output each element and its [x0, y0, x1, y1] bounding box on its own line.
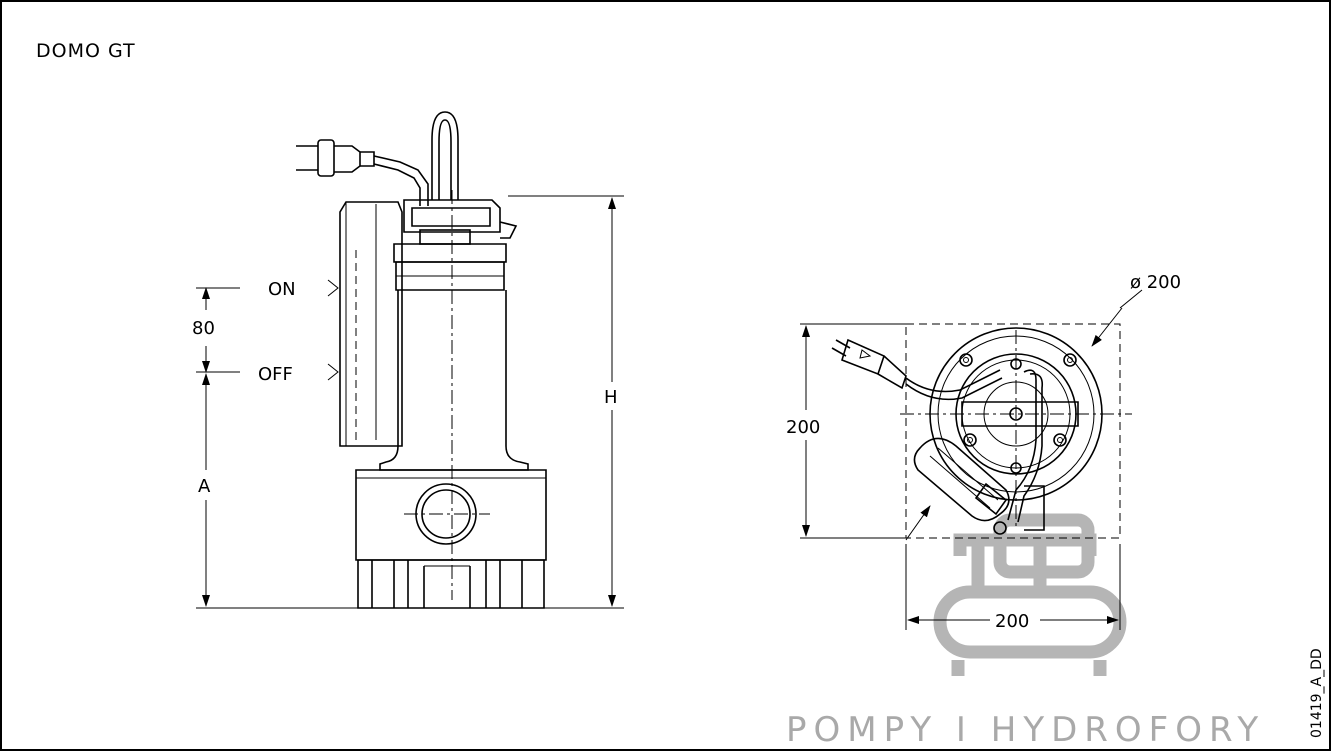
- pump-top-view: [831, 289, 1143, 541]
- outlet-port: [404, 483, 490, 545]
- watermark-text: POMPY I HYDROFORY: [786, 710, 1265, 750]
- drawing-code: 01419_A_DD: [1309, 648, 1325, 738]
- dimension-height: H: [604, 197, 618, 607]
- switch-level-marks: ON OFF: [196, 279, 339, 385]
- float-switch: [339, 201, 403, 447]
- watermark-logo: [933, 513, 1127, 676]
- pump-front-view: [296, 111, 547, 609]
- switch-gap-label: 80: [192, 318, 215, 339]
- height-label: H: [604, 387, 618, 408]
- bolt-holes: [959, 353, 1077, 535]
- dimension-switch-gap: 80: [192, 287, 215, 373]
- drawing-title: DOMO GT: [36, 40, 136, 62]
- lifting-handle: [431, 111, 459, 200]
- dimension-switch-height: A: [198, 373, 211, 607]
- power-plug-top-icon: [831, 338, 907, 390]
- float-switch-top: [913, 437, 1045, 531]
- switch-off-label: OFF: [258, 364, 293, 385]
- dimension-depth: 200: [786, 323, 906, 539]
- switch-height-label: A: [198, 476, 211, 497]
- switch-on-label: ON: [268, 279, 296, 300]
- diameter-label: ø 200: [1130, 272, 1181, 293]
- power-plug-icon: [296, 139, 429, 206]
- dimension-width: 200: [905, 544, 1121, 632]
- depth-label: 200: [786, 417, 820, 438]
- width-label: 200: [995, 611, 1029, 632]
